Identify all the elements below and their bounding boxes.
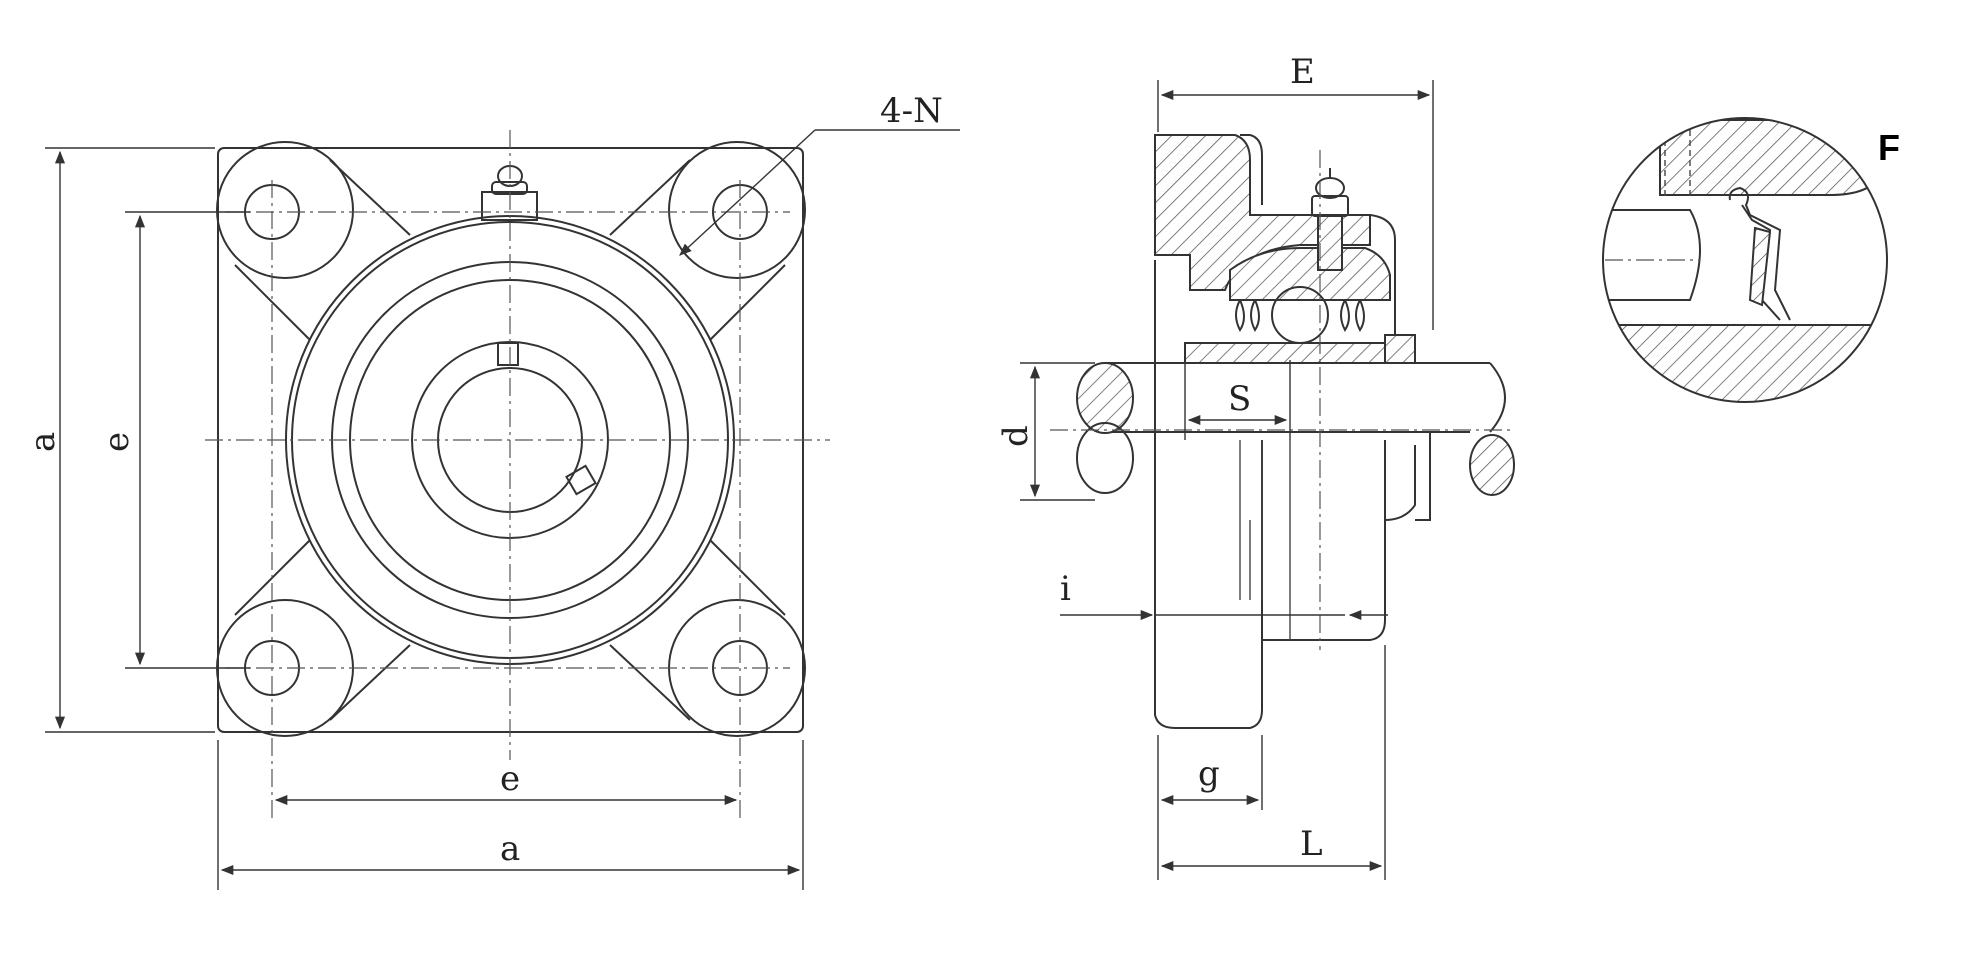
dim-E-label: E (1290, 52, 1315, 92)
set-screw (497, 342, 519, 366)
side-dimensions: E S d i g L (996, 52, 1434, 880)
side-view (1050, 134, 1515, 729)
holes-4N-label: 4-N (880, 91, 943, 131)
side-grease-nipple (1311, 168, 1349, 271)
dim-e-horizontal-label: e (500, 759, 520, 799)
detail-F-circle (1602, 117, 1888, 403)
detail-F-label: F (1878, 127, 1900, 168)
set-screw (565, 464, 597, 496)
dim-i-label: i (1060, 569, 1071, 609)
dim-a-vertical-label: a (23, 432, 63, 452)
front-view (205, 130, 830, 820)
dim-g-label: g (1198, 754, 1220, 794)
detail-F: F (1602, 117, 1900, 403)
dim-S-label: S (1228, 379, 1251, 419)
dim-L-label: L (1300, 824, 1323, 864)
front-dimensions: a e e a 4-N (23, 91, 960, 890)
dim-e-vertical-label: e (97, 432, 137, 452)
dim-a-horizontal-label: a (500, 829, 520, 869)
dim-d-label: d (996, 425, 1036, 447)
